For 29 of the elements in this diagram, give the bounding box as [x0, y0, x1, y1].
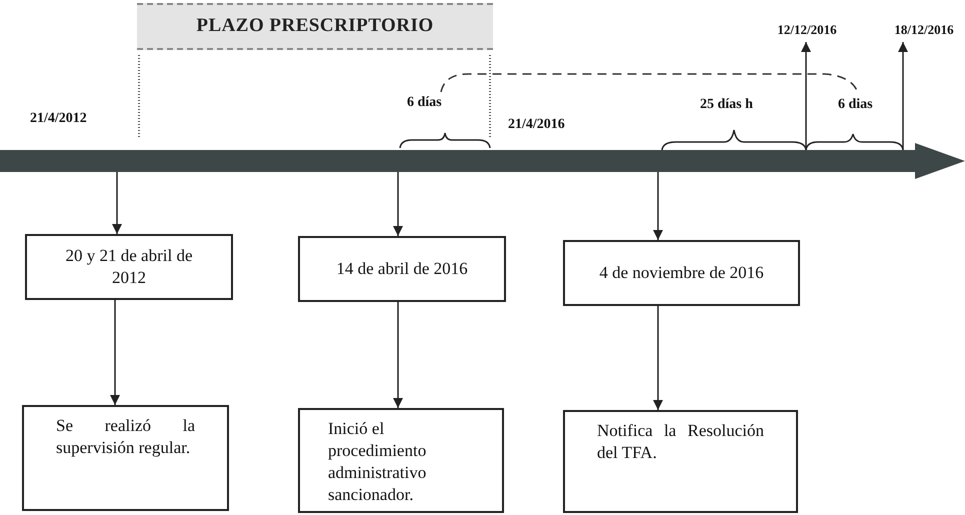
timeline-label: 21/4/2016 — [508, 116, 565, 134]
event-box — [563, 410, 798, 513]
date-label: 12/12/2016 — [776, 21, 838, 39]
arrow — [653, 306, 663, 410]
arrow — [112, 172, 122, 234]
event-text: Se realizó la supervisión regular. — [56, 415, 195, 459]
event-box — [22, 405, 229, 511]
timeline-label: 21/4/2012 — [30, 110, 87, 128]
date-text: 4 de noviembre de 2016 — [599, 262, 764, 284]
arrow — [110, 300, 120, 405]
date-label: 18/12/2016 — [893, 21, 955, 39]
event-text: Notifica la Resolución del TFA. — [597, 420, 764, 464]
arrow — [801, 42, 811, 150]
timeline-label: 25 días h — [700, 96, 753, 114]
arrow — [393, 172, 403, 236]
arrow — [653, 172, 663, 240]
event-text: Inició el procedimiento administrativo sancionador. — [328, 418, 428, 506]
event-box — [298, 408, 504, 513]
date-box — [25, 234, 233, 300]
timeline-label: 6 días — [407, 94, 442, 112]
arrow — [393, 302, 403, 408]
date-box — [298, 236, 506, 302]
period-band — [137, 3, 493, 50]
arrow — [898, 42, 908, 150]
band-title: PLAZO PRESCRIPTORIO — [196, 14, 434, 38]
timeline-label: 6 dias — [838, 96, 873, 114]
date-text: 14 de abril de 2016 — [336, 258, 468, 280]
date-text: 20 y 21 de abril de 2012 — [64, 245, 194, 289]
date-box — [563, 240, 800, 306]
